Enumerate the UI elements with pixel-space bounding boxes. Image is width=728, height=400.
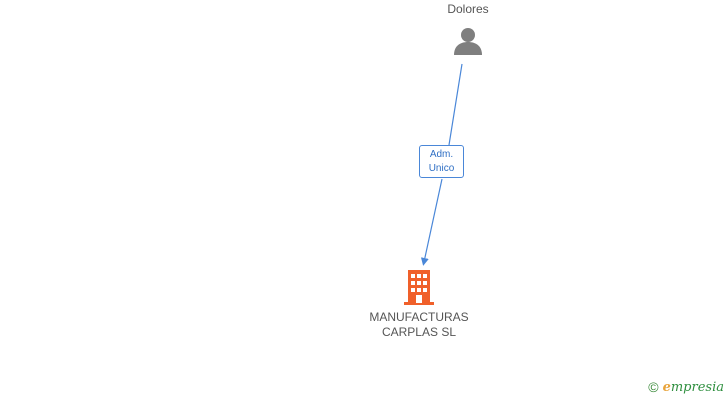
copyright-icon: © [648, 379, 659, 395]
brand-rest: mpresia [670, 379, 724, 395]
building-icon [404, 270, 434, 305]
role-label[interactable]: Adm. Unico [419, 145, 464, 178]
empresia-watermark: © empresia [648, 377, 724, 397]
company-name-line-2: CARPLAS SL [381, 325, 457, 339]
company-name-line-1: MANUFACTURAS [369, 310, 469, 324]
role-line-2: Unico [428, 163, 455, 174]
edge-person-to-company [424, 63, 463, 262]
brand-logo: empresia [663, 380, 724, 395]
person-node[interactable]: Dolores [428, 2, 508, 56]
role-line-1: Adm. [429, 149, 454, 160]
company-node[interactable]: MANUFACTURAS CARPLAS SL [349, 270, 489, 340]
person-icon [454, 28, 482, 55]
brand-initial: e [662, 379, 671, 395]
person-name: Dolores [447, 2, 489, 16]
